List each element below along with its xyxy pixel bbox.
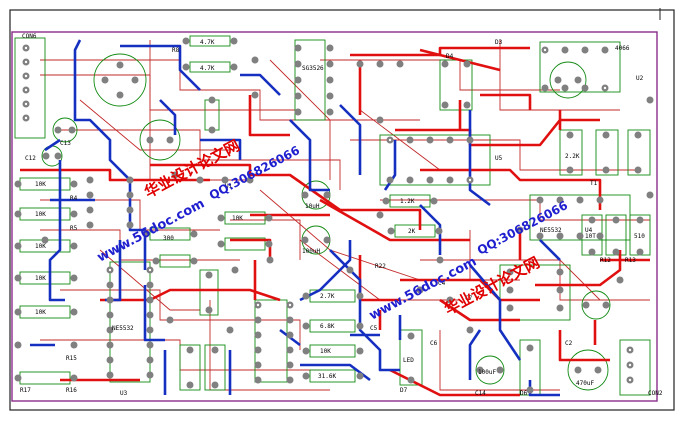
label-c2: C2 <box>565 340 573 347</box>
label-ne5532-a: NE5532 <box>540 227 562 234</box>
label-100uh: 100uH <box>302 248 320 255</box>
label-1k2: 1.2K <box>400 198 415 205</box>
label-r16: R16 <box>66 387 77 394</box>
label-u1: U1 <box>225 183 233 190</box>
label-4066: 4066 <box>615 45 630 52</box>
label-300: 300 <box>163 235 174 242</box>
label-r17: R17 <box>20 387 31 394</box>
label-10t: 10T <box>585 233 596 240</box>
label-c13: C13 <box>60 140 71 147</box>
label-2k2: 2.2K <box>565 153 580 160</box>
label-ne5532-b: NE5532 <box>112 325 134 332</box>
label-10k-1: 10K <box>35 181 46 188</box>
label-c7: C7 <box>465 295 473 302</box>
label-10k-3: 10K <box>35 243 46 250</box>
label-10k-5: 10K <box>35 309 46 316</box>
label-t1: T1 <box>590 180 598 187</box>
label-10k-4: 10K <box>35 275 46 282</box>
label-10k-7: 10K <box>320 348 331 355</box>
label-d4: D4 <box>446 53 454 60</box>
label-r13: R13 <box>625 257 636 264</box>
bottom-layer-traces <box>30 39 561 397</box>
label-31k6: 31.6K <box>318 373 336 380</box>
label-2k: 2K <box>408 228 416 235</box>
label-c6: C6 <box>430 340 438 347</box>
label-d7: D7 <box>400 387 408 394</box>
label-c14: C14 <box>475 390 486 397</box>
label-r8: R8 <box>172 47 180 54</box>
label-u3: U3 <box>120 390 128 397</box>
label-10k-2: 10K <box>35 211 46 218</box>
component-labels: CON6 R8 4.7K 4.7K D4 D3 4066 SG3526 R4 R… <box>20 33 663 397</box>
label-r15: R15 <box>66 355 77 362</box>
label-d3: D3 <box>495 39 503 46</box>
label-510: 510 <box>634 233 645 240</box>
label-2k7: 2.7K <box>320 293 335 300</box>
label-c12: C12 <box>25 155 36 162</box>
label-r12: R12 <box>600 257 611 264</box>
pads <box>14 37 654 394</box>
label-d6: D6 <box>520 390 528 397</box>
label-r5: R5 <box>70 225 78 232</box>
label-con6: CON6 <box>22 33 37 40</box>
label-4k7-b: 4.7K <box>200 65 215 72</box>
label-led: LED <box>403 357 414 364</box>
via-holes <box>24 46 632 382</box>
label-6k8: 6.8K <box>320 323 335 330</box>
label-100uf: 100uF <box>478 369 496 376</box>
label-u2: U2 <box>636 75 644 82</box>
label-u4: U4 <box>585 227 593 234</box>
label-c4: C4 <box>438 280 446 287</box>
label-con2: CON2 <box>648 390 663 397</box>
label-4k7-a: 4.7K <box>200 39 215 46</box>
label-10uh: 10uH <box>305 203 320 210</box>
label-r4: R4 <box>70 195 78 202</box>
top-layer-traces <box>20 46 650 397</box>
label-10k-6: 10K <box>232 215 243 222</box>
label-470uf: 470uF <box>576 380 594 387</box>
label-u5: U5 <box>495 155 503 162</box>
label-r22: R22 <box>375 263 386 270</box>
label-sg3526: SG3526 <box>302 65 324 72</box>
board-keepout <box>11 31 658 402</box>
label-c5: C5 <box>370 325 378 332</box>
